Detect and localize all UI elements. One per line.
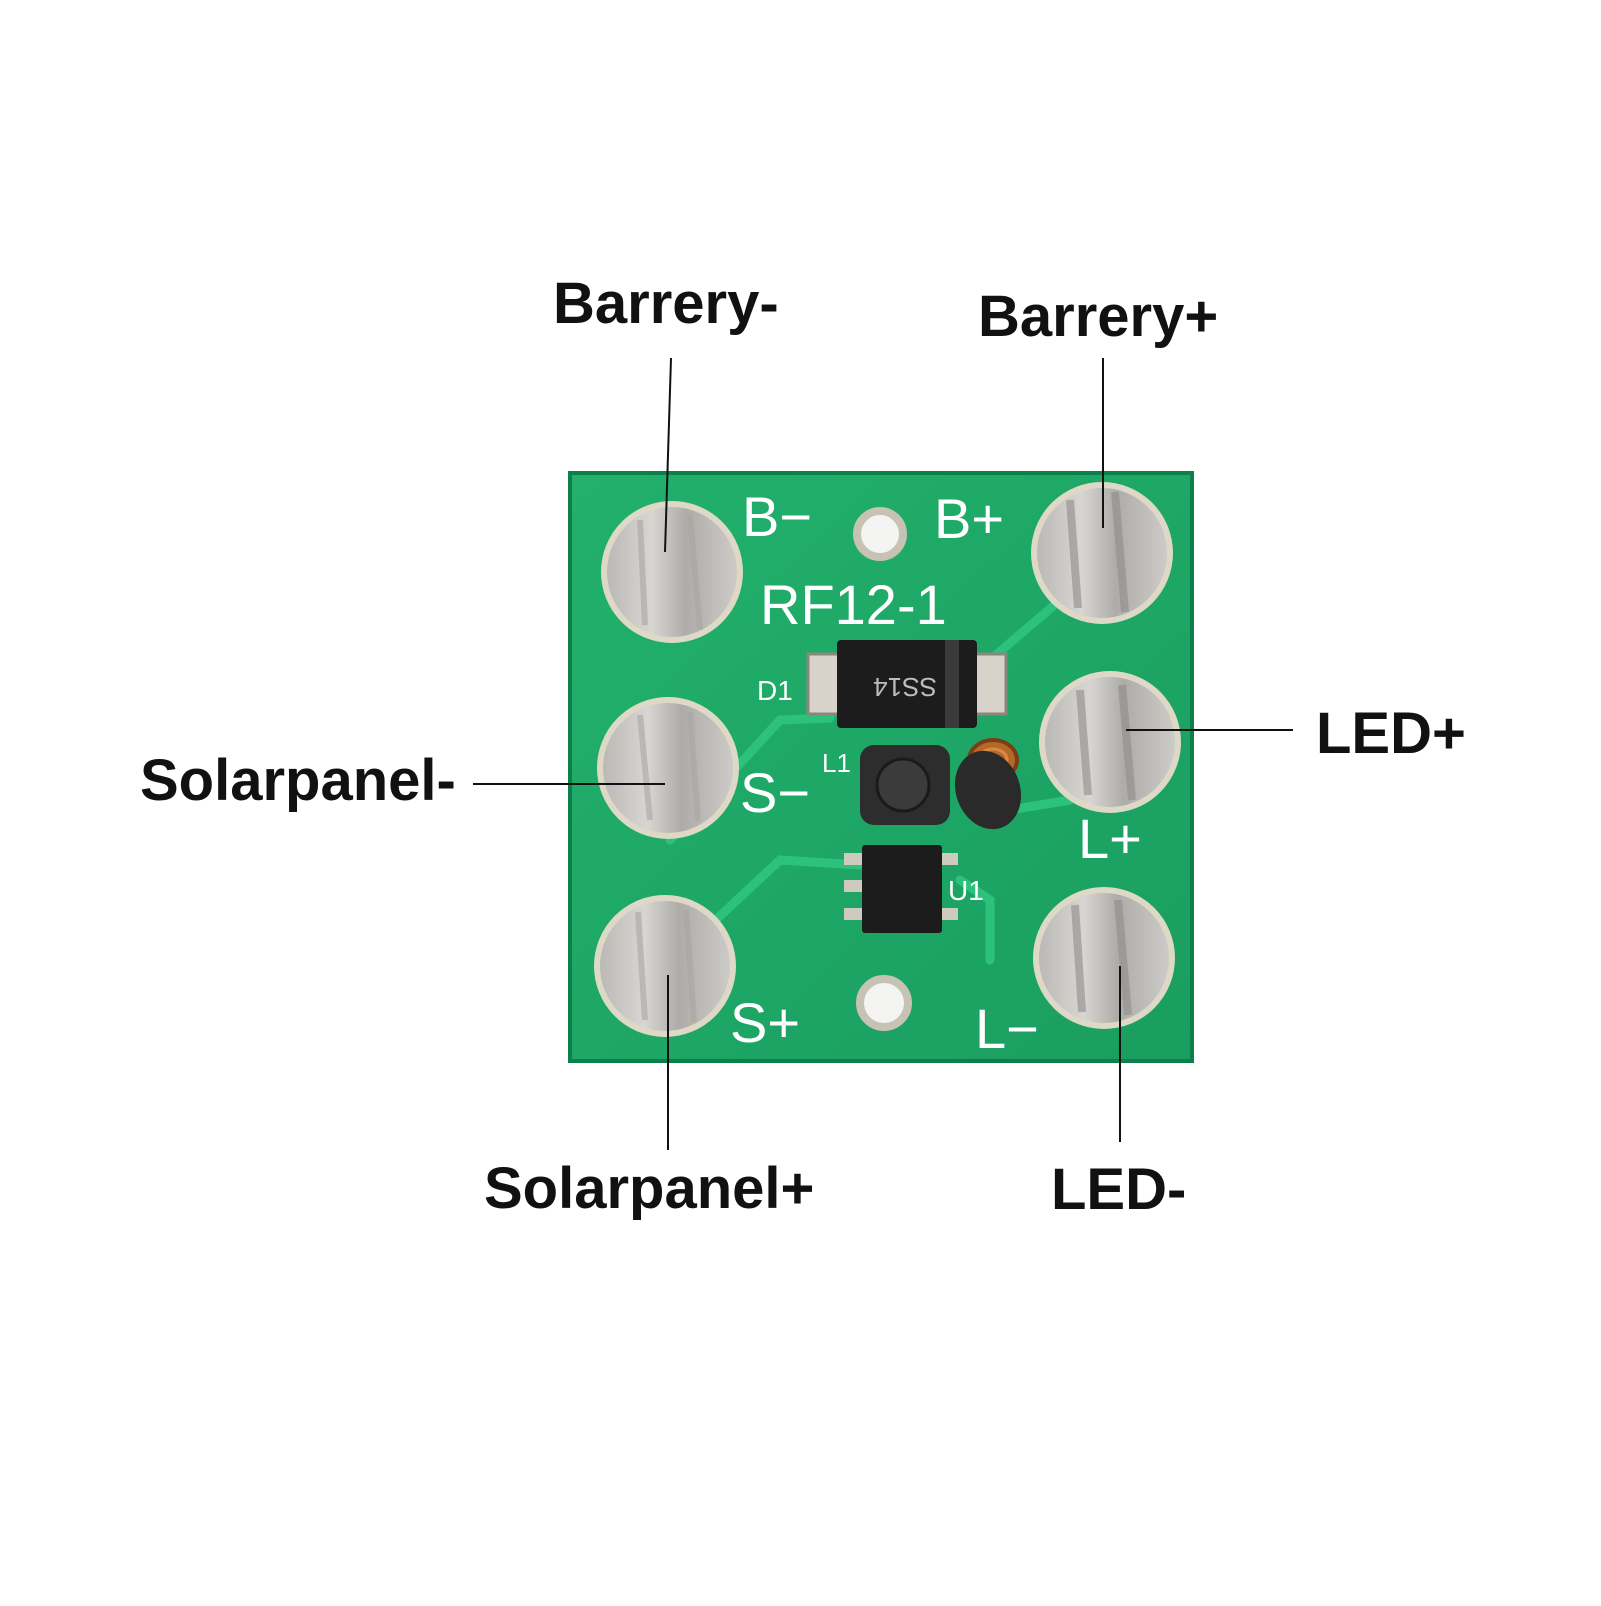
callout-led-minus: LED- — [1051, 1157, 1187, 1222]
silk-b-plus: B+ — [934, 487, 1004, 550]
silk-l-plus: L+ — [1078, 807, 1142, 870]
leader-lines — [473, 357, 1293, 1150]
mounting-hole-top — [853, 507, 907, 561]
callout-solar-plus: Solarpanel+ — [484, 1156, 815, 1221]
silk-s-plus: S+ — [730, 991, 800, 1054]
pad-b-minus — [601, 501, 743, 643]
mounting-hole-bottom — [856, 975, 912, 1031]
ic-u1 — [844, 845, 958, 933]
pad-s-plus — [594, 895, 736, 1037]
pad-l-plus — [1039, 671, 1181, 813]
silk-s-minus: S− — [740, 761, 810, 824]
silk-l1: L1 — [822, 748, 851, 778]
silk-u1: U1 — [948, 875, 984, 906]
diode-d1: SS14 — [806, 640, 1008, 728]
silkscreen: B− B+ RF12-1 D1 L1 S− L+ U1 S+ L− — [730, 485, 1142, 1060]
diode-marking: SS14 — [873, 672, 937, 702]
inductor-l1 — [860, 745, 950, 825]
callout-led-plus: LED+ — [1316, 701, 1466, 766]
pad-s-minus — [597, 697, 739, 839]
silk-d1: D1 — [757, 675, 793, 706]
callout-solar-minus: Solarpanel- — [140, 748, 456, 813]
silk-b-minus: B− — [742, 485, 812, 548]
silk-model: RF12-1 — [760, 573, 947, 636]
pad-l-minus — [1033, 887, 1175, 1029]
silk-l-minus: L− — [975, 997, 1039, 1060]
callout-battery-minus: Barrery- — [553, 271, 779, 336]
leader-battery-minus — [664, 357, 672, 553]
callout-battery-plus: Barrery+ — [978, 284, 1219, 349]
capacitor — [954, 738, 1022, 830]
